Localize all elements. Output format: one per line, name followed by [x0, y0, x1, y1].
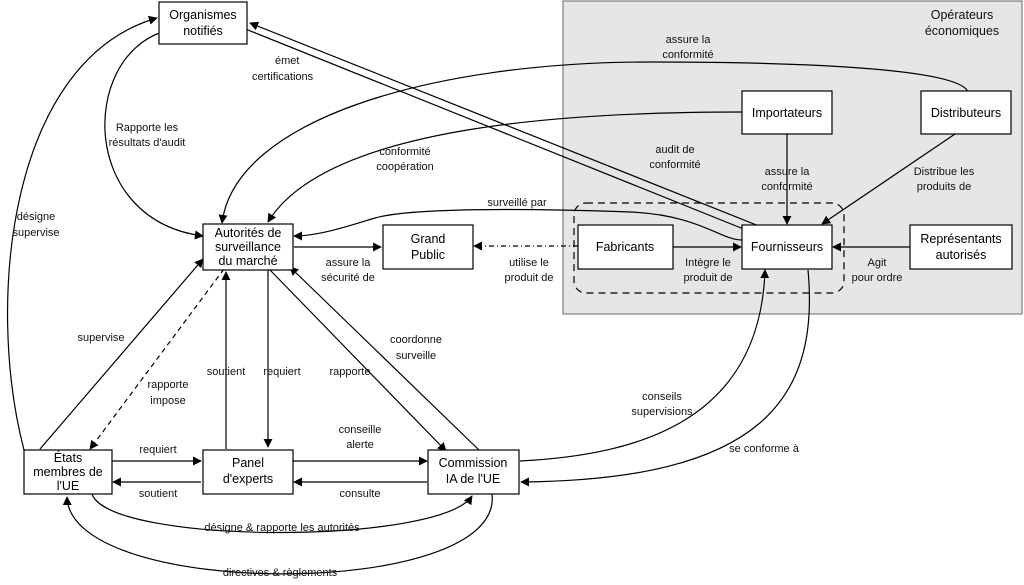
label-emet-line2: certifications — [252, 71, 314, 83]
edge-autorites-commission — [269, 269, 447, 452]
node-etats-membres[interactable]: États membres de l'UE — [23, 449, 113, 495]
edge-autorites-etats — [89, 268, 225, 450]
node-label: IA de l'UE — [446, 472, 501, 486]
label-rapporte-resultats-line2: résultats d'audit — [109, 137, 186, 149]
label-designe-line1: désigne — [17, 211, 56, 223]
group-title-line2: économiques — [925, 24, 999, 38]
node-organismes-notifies[interactable]: Organismes notifiés — [158, 1, 248, 45]
label-agit-line2: pour ordre — [852, 272, 903, 284]
label-requiert-down: requiert — [263, 366, 300, 378]
label-assure-imp-line1: assure la — [765, 166, 811, 178]
label-integre-line1: Intègre le — [685, 257, 731, 269]
label-soutient-etats: soutient — [139, 488, 178, 500]
label-agit-line1: Agit — [868, 257, 887, 269]
label-coordonne-line2: surveille — [396, 350, 436, 362]
node-label: Organismes — [169, 8, 236, 22]
node-label: Grand — [411, 232, 446, 246]
label-designe-rapporte: désigne & rapporte les autorités — [204, 522, 360, 534]
nodes: Organismes notifiés Autorités de surveil… — [23, 1, 1013, 495]
edge-organismes-autorites — [104, 31, 204, 240]
label-distribue-line2: produits de — [917, 181, 971, 193]
edge-fournisseurs-commission — [520, 269, 811, 487]
label-designe-line2: supervise — [12, 227, 59, 239]
manufacturers-providers-dashed-group — [573, 202, 845, 294]
node-fabricants[interactable]: Fabricants — [577, 224, 674, 270]
label-coordonne-line1: coordonne — [390, 334, 442, 346]
label-supervise: supervise — [77, 332, 124, 344]
node-label: Distributeurs — [931, 106, 1001, 120]
label-rapporte-resultats-line1: Rapporte les — [116, 122, 179, 134]
edge-etats-commission — [91, 493, 473, 534]
node-label: Fabricants — [596, 240, 654, 254]
node-distributeurs[interactable]: Distributeurs — [920, 90, 1012, 135]
group-title-line1: Opérateurs — [931, 8, 994, 22]
label-rapporte: rapporte — [330, 366, 371, 378]
node-representants-autorises[interactable]: Représentants autorisés — [909, 224, 1013, 270]
node-label: Importateurs — [752, 106, 822, 120]
node-label: autorisés — [936, 248, 987, 262]
label-rapporte-impose-line1: rapporte — [148, 379, 189, 391]
edge-fournisseurs-organismes-b — [249, 21, 765, 229]
node-label: notifiés — [183, 24, 223, 38]
edge-commission-fournisseurs — [519, 269, 770, 462]
edge-fournisseurs-autorites — [293, 208, 743, 241]
edges: émet certifications assure la conformité… — [7, 15, 975, 579]
label-consulte: consulte — [340, 488, 381, 500]
label-conformite-line1: conformité — [379, 146, 430, 158]
label-conseille-line2: alerte — [346, 439, 374, 451]
node-label: d'experts — [223, 472, 273, 486]
node-commission-ia[interactable]: Commission IA de l'UE — [427, 449, 520, 495]
label-conformite-line2: coopération — [376, 161, 434, 173]
node-fournisseurs[interactable]: Fournisseurs — [741, 224, 833, 270]
node-label: Représentants — [920, 232, 1001, 246]
label-utilise-line2: produit de — [505, 272, 554, 284]
label-assure-securite-line2: sécurité de — [321, 272, 375, 284]
node-autorites-surveillance[interactable]: Autorités de surveillance du marché — [202, 223, 294, 271]
label-assure-top-line2: conformité — [662, 49, 713, 61]
label-audit-line2: conformité — [649, 159, 700, 171]
label-distribue-line1: Distribue les — [914, 166, 975, 178]
label-utilise-line1: utilise le — [509, 257, 549, 269]
label-directives: directives & règlements — [223, 567, 338, 579]
edge-etats-organismes — [7, 15, 158, 451]
label-se-conforme: se conforme à — [729, 443, 800, 455]
label-rapporte-impose-line2: impose — [150, 395, 185, 407]
label-conseils-line2: supervisions — [631, 406, 693, 418]
edge-etats-autorites — [39, 258, 204, 450]
label-conseils-line1: conseils — [642, 391, 682, 403]
label-assure-securite-line1: assure la — [326, 257, 372, 269]
node-label: Fournisseurs — [751, 240, 823, 254]
label-conseille-line1: conseille — [339, 424, 382, 436]
node-panel-experts[interactable]: Panel d'experts — [202, 449, 294, 495]
edge-commission-autorites — [289, 266, 481, 452]
edge-fournisseurs-organismes-a — [242, 27, 757, 235]
label-assure-imp-line2: conformité — [761, 181, 812, 193]
edge-importateurs-autorites — [267, 111, 743, 223]
label-surveille-par: surveillé par — [487, 197, 547, 209]
node-label: membres de — [33, 465, 103, 479]
label-emet-line1: émet — [275, 55, 299, 67]
label-requiert-etats: requiert — [139, 444, 176, 456]
node-label: Autorités de — [215, 226, 282, 240]
node-importateurs[interactable]: Importateurs — [741, 90, 833, 135]
node-label: du marché — [218, 254, 277, 268]
node-label: l'UE — [57, 479, 80, 493]
node-label: Commission — [439, 456, 508, 470]
node-label: surveillance — [215, 240, 281, 254]
label-integre-line2: produit de — [684, 272, 733, 284]
edge-distributeurs-fournisseurs — [821, 133, 956, 225]
edge-distributeurs-autorites — [218, 61, 969, 224]
node-label: Public — [411, 248, 445, 262]
node-label: États — [54, 450, 83, 465]
label-audit-line1: audit de — [655, 144, 694, 156]
node-grand-public[interactable]: Grand Public — [382, 224, 474, 270]
label-soutient-up: soutient — [207, 366, 246, 378]
label-assure-top-line1: assure la — [666, 34, 712, 46]
node-label: Panel — [232, 456, 264, 470]
edge-commission-etats — [62, 493, 493, 575]
